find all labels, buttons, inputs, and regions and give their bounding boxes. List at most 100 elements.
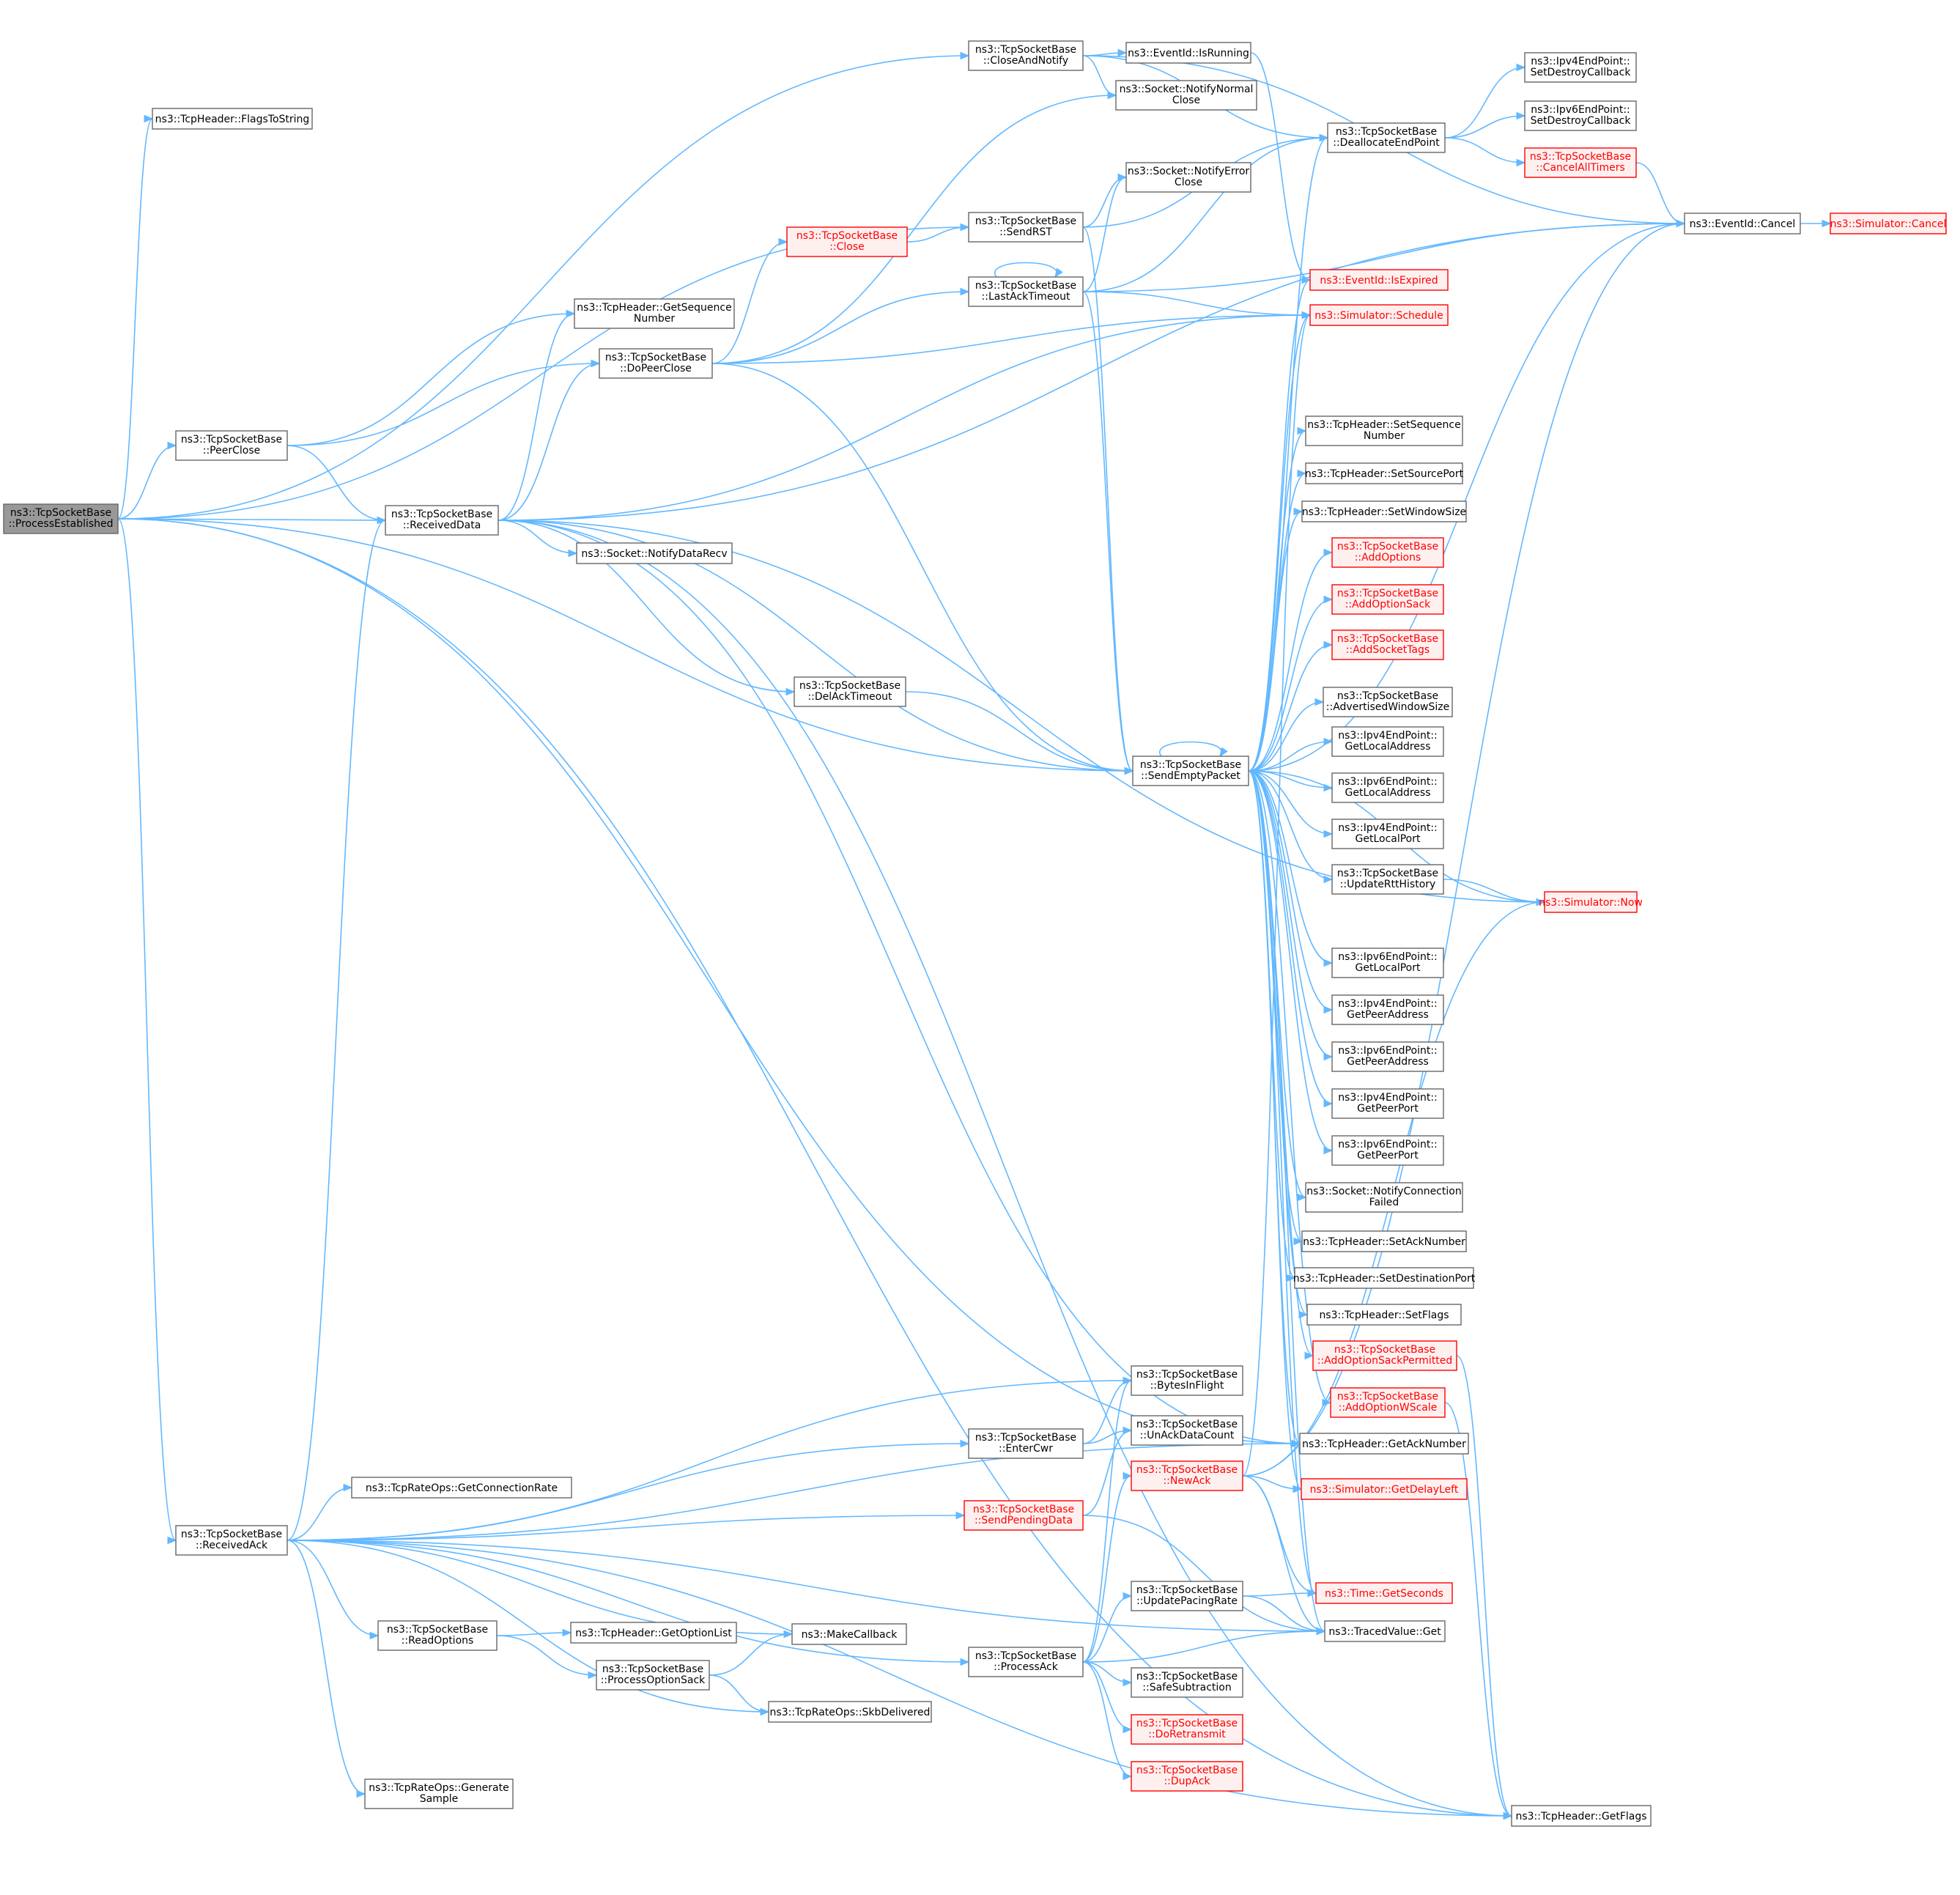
node-label: ::CancelAllTimers xyxy=(1536,162,1625,174)
node-aop[interactable]: ns3::TcpSocketBase::AddOptions xyxy=(1331,537,1444,568)
node-spd[interactable]: ns3::TcpSocketBase::SendPendingData xyxy=(964,1500,1084,1531)
node-box xyxy=(1131,1460,1243,1491)
node-now[interactable]: ns3::Simulator::Now xyxy=(1539,891,1643,913)
node-sbs[interactable]: ns3::TcpSocketBase::SafeSubtraction xyxy=(1131,1667,1243,1698)
node-box xyxy=(1331,1088,1444,1119)
node-box xyxy=(599,348,713,379)
node-ssp[interactable]: ns3::TcpHeader::SetSourcePort xyxy=(1305,462,1464,484)
node-label: ns3::TcpHeader::GetFlags xyxy=(1515,1811,1646,1822)
node-pos[interactable]: ns3::TcpSocketBase::ProcessOptionSack xyxy=(596,1660,710,1691)
node-drt[interactable]: ns3::TcpSocketBase::DoRetransmit xyxy=(1131,1714,1243,1745)
node-i4lp[interactable]: ns3::Ipv4EndPoint::GetLocalPort xyxy=(1331,819,1444,849)
node-sfl[interactable]: ns3::TcpHeader::SetFlags xyxy=(1306,1304,1462,1326)
node-gan[interactable]: ns3::TcpHeader::GetAckNumber xyxy=(1299,1433,1469,1455)
node-label: ns3::TcpSocketBase xyxy=(1140,759,1241,771)
node-gol[interactable]: ns3::TcpHeader::GetOptionList xyxy=(570,1622,737,1644)
node-clo[interactable]: ns3::TcpSocketBase::Close xyxy=(786,226,908,257)
node-ro[interactable]: ns3::TcpSocketBase::ReadOptions xyxy=(377,1620,498,1651)
node-label: ns3::TcpSocketBase xyxy=(1337,690,1438,702)
node-bif[interactable]: ns3::TcpSocketBase::BytesInFlight xyxy=(1131,1365,1243,1396)
node-dat[interactable]: ns3::TcpSocketBase::DelAckTimeout xyxy=(794,676,906,707)
node-lat[interactable]: ns3::TcpSocketBase::LastAckTimeout xyxy=(968,276,1084,307)
edge-dep-i4dc xyxy=(1444,63,1526,138)
node-sdp[interactable]: ns3::TcpHeader::SetDestinationPort xyxy=(1293,1267,1476,1289)
node-i6dc[interactable]: ns3::Ipv6EndPoint::SetDestroyCallback xyxy=(1524,100,1637,131)
node-aow[interactable]: ns3::TcpSocketBase::AddOptionWScale xyxy=(1330,1387,1446,1418)
node-i4dc[interactable]: ns3::Ipv4EndPoint::SetDestroyCallback xyxy=(1524,52,1637,83)
node-dpc[interactable]: ns3::TcpSocketBase::DoPeerClose xyxy=(599,348,713,379)
node-box xyxy=(1331,629,1444,660)
node-box xyxy=(1125,42,1251,64)
edge-aosp-gfl xyxy=(1456,1355,1513,1820)
node-label: GetLocalAddress xyxy=(1345,787,1431,799)
node-nak[interactable]: ns3::TcpSocketBase::NewAck xyxy=(1131,1460,1243,1491)
node-i6lp[interactable]: ns3::Ipv6EndPoint::GetLocalPort xyxy=(1331,948,1444,978)
node-box xyxy=(794,676,906,707)
edge-lat-lat xyxy=(994,262,1063,278)
node-srst[interactable]: ns3::TcpSocketBase::SendRST xyxy=(968,212,1084,243)
node-san[interactable]: ns3::TcpHeader::SetAckNumber xyxy=(1301,1230,1467,1252)
node-urh[interactable]: ns3::TcpSocketBase::UpdateRttHistory xyxy=(1331,864,1444,895)
node-box xyxy=(1306,1304,1462,1326)
node-i6la[interactable]: ns3::Ipv6EndPoint::GetLocalAddress xyxy=(1331,772,1444,803)
node-box xyxy=(1544,891,1638,913)
node-upr[interactable]: ns3::TcpSocketBase::UpdatePacingRate xyxy=(1131,1581,1243,1611)
node-i6pp[interactable]: ns3::Ipv6EndPoint::GetPeerPort xyxy=(1331,1135,1444,1166)
node-ecw[interactable]: ns3::TcpSocketBase::EnterCwr xyxy=(968,1428,1084,1459)
node-scan[interactable]: ns3::Simulator::Cancel xyxy=(1830,213,1947,234)
node-aosp[interactable]: ns3::TcpSocketBase::AddOptionSackPermitt… xyxy=(1312,1340,1457,1371)
node-sws[interactable]: ns3::TcpHeader::SetWindowSize xyxy=(1301,500,1467,522)
node-dep[interactable]: ns3::TcpSocketBase::DeallocateEndPoint xyxy=(1327,122,1446,153)
node-mcb[interactable]: ns3::MakeCallback xyxy=(791,1623,907,1645)
node-label: ns3::TcpHeader::SetSequence xyxy=(1307,419,1460,431)
node-pcl[interactable]: ns3::TcpSocketBase::PeerClose xyxy=(175,430,288,461)
node-udc[interactable]: ns3::TcpSocketBase::UnAckDataCount xyxy=(1131,1415,1243,1446)
node-sch[interactable]: ns3::Simulator::Schedule xyxy=(1309,304,1449,326)
node-cat[interactable]: ns3::TcpSocketBase::CancelAllTimers xyxy=(1524,147,1637,178)
node-aos[interactable]: ns3::TcpSocketBase::AddOptionSack xyxy=(1331,584,1444,615)
node-can[interactable]: ns3::TcpSocketBase::CloseAndNotify xyxy=(968,40,1084,71)
node-box xyxy=(1331,1041,1444,1072)
node-label: ns3::TcpHeader::SetSourcePort xyxy=(1305,468,1464,480)
node-label: GetPeerPort xyxy=(1357,1150,1419,1161)
node-fts[interactable]: ns3::TcpHeader::FlagsToString xyxy=(152,108,313,130)
node-tgs[interactable]: ns3::Time::GetSeconds xyxy=(1315,1582,1453,1604)
edge-ro-gol xyxy=(496,1628,572,1637)
node-pe[interactable]: ns3::TcpSocketBase::ProcessEstablished xyxy=(3,503,119,534)
node-i4la[interactable]: ns3::Ipv4EndPoint::GetLocalAddress xyxy=(1331,726,1444,757)
node-iexp[interactable]: ns3::EventId::IsExpired xyxy=(1309,269,1449,291)
node-isr[interactable]: ns3::EventId::IsRunning xyxy=(1125,42,1251,64)
node-gdl[interactable]: ns3::Simulator::GetDelayLeft xyxy=(1301,1478,1468,1500)
node-label: GetLocalAddress xyxy=(1345,741,1431,753)
node-aws[interactable]: ns3::TcpSocketBase::AdvertisedWindowSize xyxy=(1323,687,1453,717)
edge-sep-i4pp xyxy=(1248,770,1334,1108)
node-ndr[interactable]: ns3::Socket::NotifyDataRecv xyxy=(576,542,733,564)
node-i6pa[interactable]: ns3::Ipv6EndPoint::GetPeerAddress xyxy=(1331,1041,1444,1072)
node-rd[interactable]: ns3::TcpSocketBase::ReceivedData xyxy=(385,505,499,536)
node-gfl[interactable]: ns3::TcpHeader::GetFlags xyxy=(1511,1805,1652,1827)
node-i4pa[interactable]: ns3::Ipv4EndPoint::GetPeerAddress xyxy=(1331,994,1444,1025)
edge-sep-urh xyxy=(1248,770,1334,884)
node-box xyxy=(786,226,908,257)
edge-lat-nec xyxy=(1082,173,1128,292)
node-box xyxy=(1131,1714,1243,1745)
edge-ra-gfl xyxy=(286,1540,1513,1820)
node-pa[interactable]: ns3::TcpSocketBase::ProcessAck xyxy=(968,1647,1084,1677)
node-ast[interactable]: ns3::TcpSocketBase::AddSocketTags xyxy=(1331,629,1444,660)
node-ra[interactable]: ns3::TcpSocketBase::ReceivedAck xyxy=(175,1525,288,1556)
node-ecan[interactable]: ns3::EventId::Cancel xyxy=(1684,213,1801,234)
node-i4pp[interactable]: ns3::Ipv4EndPoint::GetPeerPort xyxy=(1331,1088,1444,1119)
node-gcr[interactable]: ns3::TcpRateOps::GetConnectionRate xyxy=(351,1477,572,1499)
node-skb[interactable]: ns3::TcpRateOps::SkbDelivered xyxy=(768,1701,932,1723)
node-sep[interactable]: ns3::TcpSocketBase::SendEmptyPacket xyxy=(1132,756,1249,786)
node-tvg[interactable]: ns3::TracedValue::Get xyxy=(1324,1620,1446,1642)
node-dak[interactable]: ns3::TcpSocketBase::DupAck xyxy=(1131,1761,1243,1792)
node-label: ::SendRST xyxy=(999,226,1052,238)
